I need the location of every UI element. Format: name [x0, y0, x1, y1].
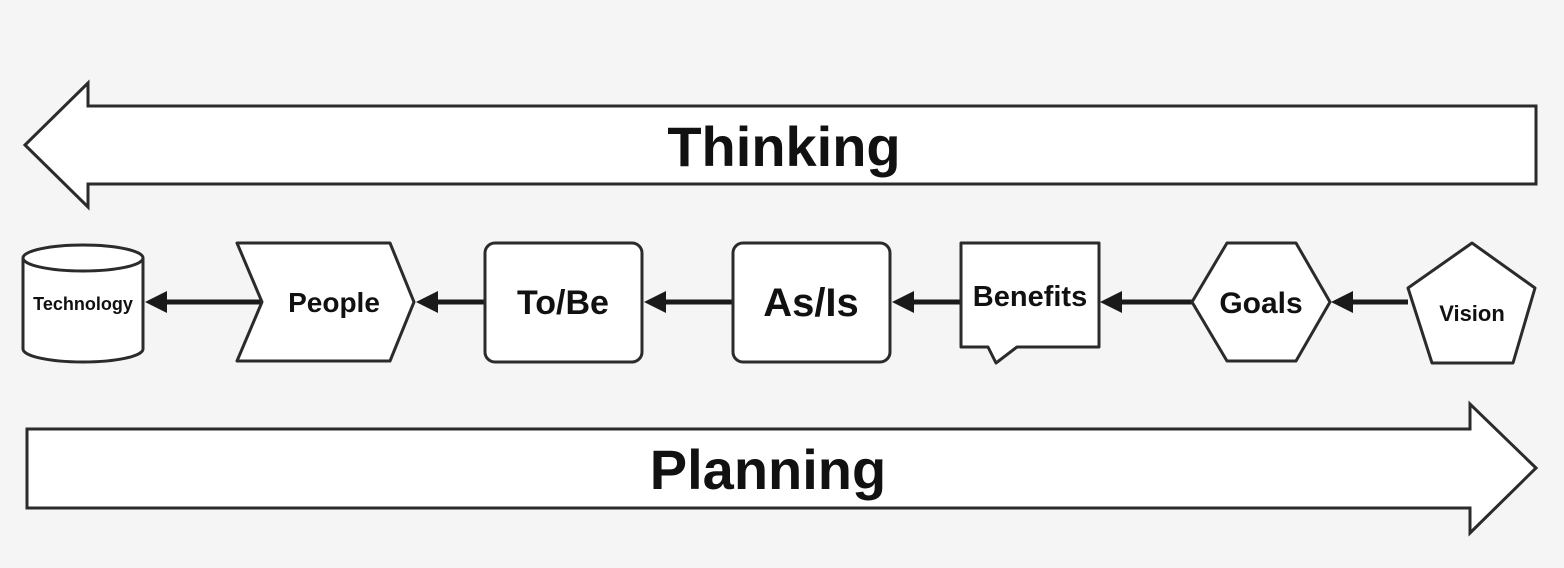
node-goals: Goals [1190, 241, 1332, 363]
pentagon-shape [1406, 241, 1537, 365]
right-block-arrow-shape [25, 400, 1539, 537]
arrowhead-left-icon [1331, 291, 1353, 313]
node-benefits: Benefits [959, 241, 1101, 365]
rounded-rectangle-shape [731, 241, 892, 364]
arrowhead-left-icon [416, 291, 438, 313]
node-vision-label: Vision [1439, 301, 1505, 326]
node-vision: Vision [1406, 241, 1537, 365]
speech-bubble-shape [959, 241, 1101, 365]
node-asis: As/Is [731, 241, 892, 364]
connector-vision-to-goals [1331, 291, 1408, 313]
node-people-label: People [288, 287, 380, 318]
node-technology: Technology [21, 243, 145, 364]
connector-people-to-technology [145, 291, 262, 313]
cylinder-top-edge [21, 257, 145, 273]
arrowhead-left-icon [644, 291, 666, 313]
node-people: People [235, 241, 416, 363]
left-block-arrow-shape [22, 79, 1538, 211]
rounded-rectangle-shape [483, 241, 644, 364]
banner-thinking-label: Thinking [667, 115, 900, 178]
hexagon-shape [1190, 241, 1332, 363]
node-technology-label: Technology [33, 294, 133, 314]
arrowhead-left-icon [1100, 291, 1122, 313]
node-tobe-label: To/Be [517, 284, 609, 322]
banner-thinking: Thinking [22, 79, 1538, 211]
connector-asis-to-tobe [644, 291, 733, 313]
arrowhead-left-icon [892, 291, 914, 313]
banner-planning: Planning [25, 400, 1539, 537]
node-benefits-label: Benefits [973, 281, 1087, 313]
banner-planning-label: Planning [650, 438, 886, 501]
node-tobe: To/Be [483, 241, 644, 364]
connector-benefits-to-asis [892, 291, 961, 313]
arrowhead-left-icon [145, 291, 167, 313]
connector-goals-to-benefits [1100, 291, 1192, 313]
cylinder-shape [21, 243, 145, 364]
chevron-shape [235, 241, 416, 363]
connector-tobe-to-people [416, 291, 485, 313]
node-asis-label: As/Is [763, 281, 859, 325]
node-goals-label: Goals [1219, 287, 1302, 320]
